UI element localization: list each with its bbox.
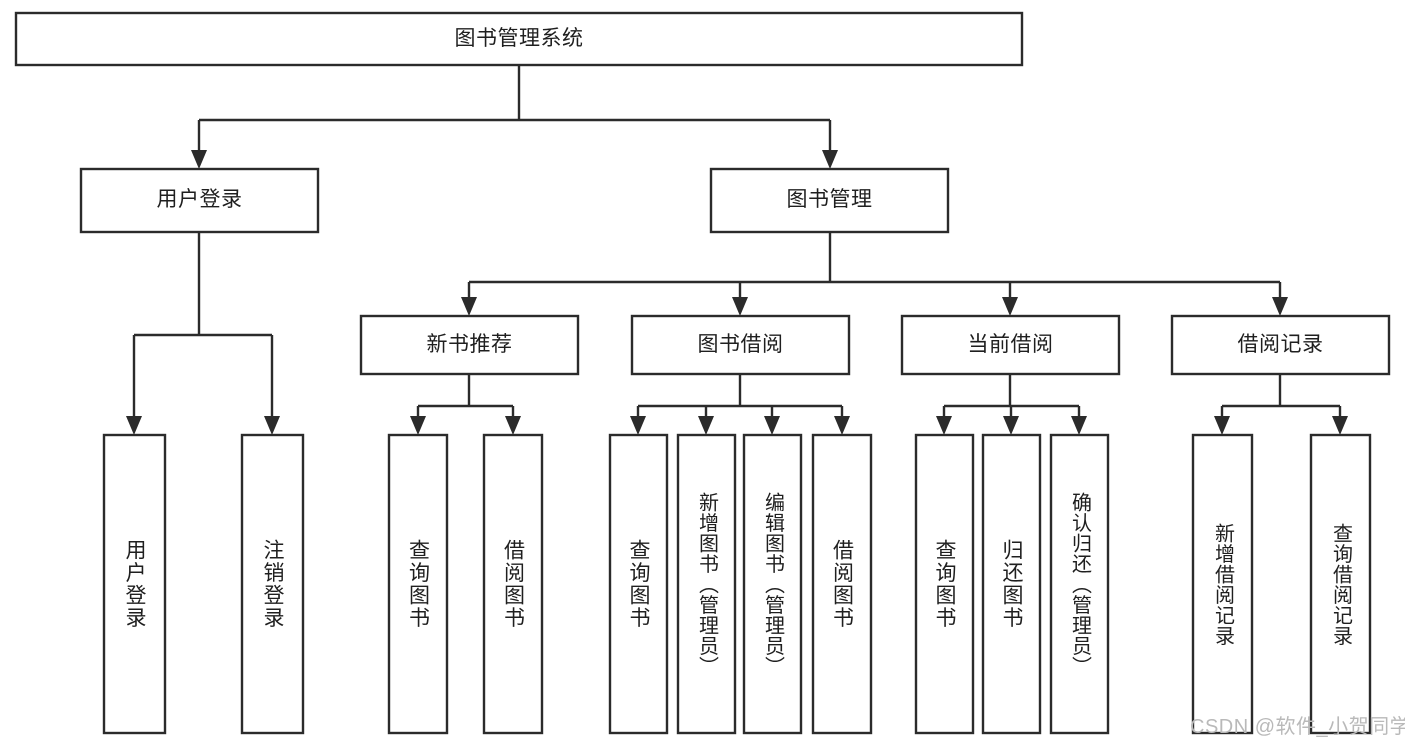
leaf-box-book-borrow-3[interactable] <box>811 433 873 735</box>
leaf-box-user-login-0[interactable] <box>102 433 167 735</box>
node-box-root[interactable] <box>14 11 1024 67</box>
leaf-box-borrow-record-1[interactable] <box>1309 433 1372 735</box>
leaf-box-current-borrow-1[interactable] <box>981 433 1042 735</box>
connector-current-borrow-to-leaves <box>936 374 1087 435</box>
leaf-box-user-login-1[interactable] <box>240 433 305 735</box>
connector-book-manage-to-level3 <box>461 232 1288 316</box>
leaf-box-current-borrow-2[interactable] <box>1049 433 1110 735</box>
connector-new-book-to-leaves <box>410 374 521 435</box>
connector-user-login-to-leaves <box>126 232 280 435</box>
connector-book-borrow-to-leaves <box>630 374 850 435</box>
leaf-box-current-borrow-0[interactable] <box>914 433 975 735</box>
node-box-user-login[interactable] <box>79 167 320 234</box>
leaf-box-book-borrow-0[interactable] <box>608 433 669 735</box>
node-box-book-borrow[interactable] <box>630 314 851 376</box>
leaf-box-new-book-0[interactable] <box>387 433 449 735</box>
node-box-borrow-record[interactable] <box>1170 314 1391 376</box>
leaf-box-book-borrow-1[interactable] <box>676 433 737 735</box>
node-box-book-manage[interactable] <box>709 167 950 234</box>
connector-borrow-record-to-leaves <box>1214 374 1348 435</box>
leaf-box-borrow-record-0[interactable] <box>1191 433 1254 735</box>
connector-root-to-level2 <box>191 65 838 169</box>
leaf-box-book-borrow-2[interactable] <box>742 433 803 735</box>
node-box-new-book[interactable] <box>359 314 580 376</box>
node-box-current-borrow[interactable] <box>900 314 1121 376</box>
leaf-box-new-book-1[interactable] <box>482 433 544 735</box>
